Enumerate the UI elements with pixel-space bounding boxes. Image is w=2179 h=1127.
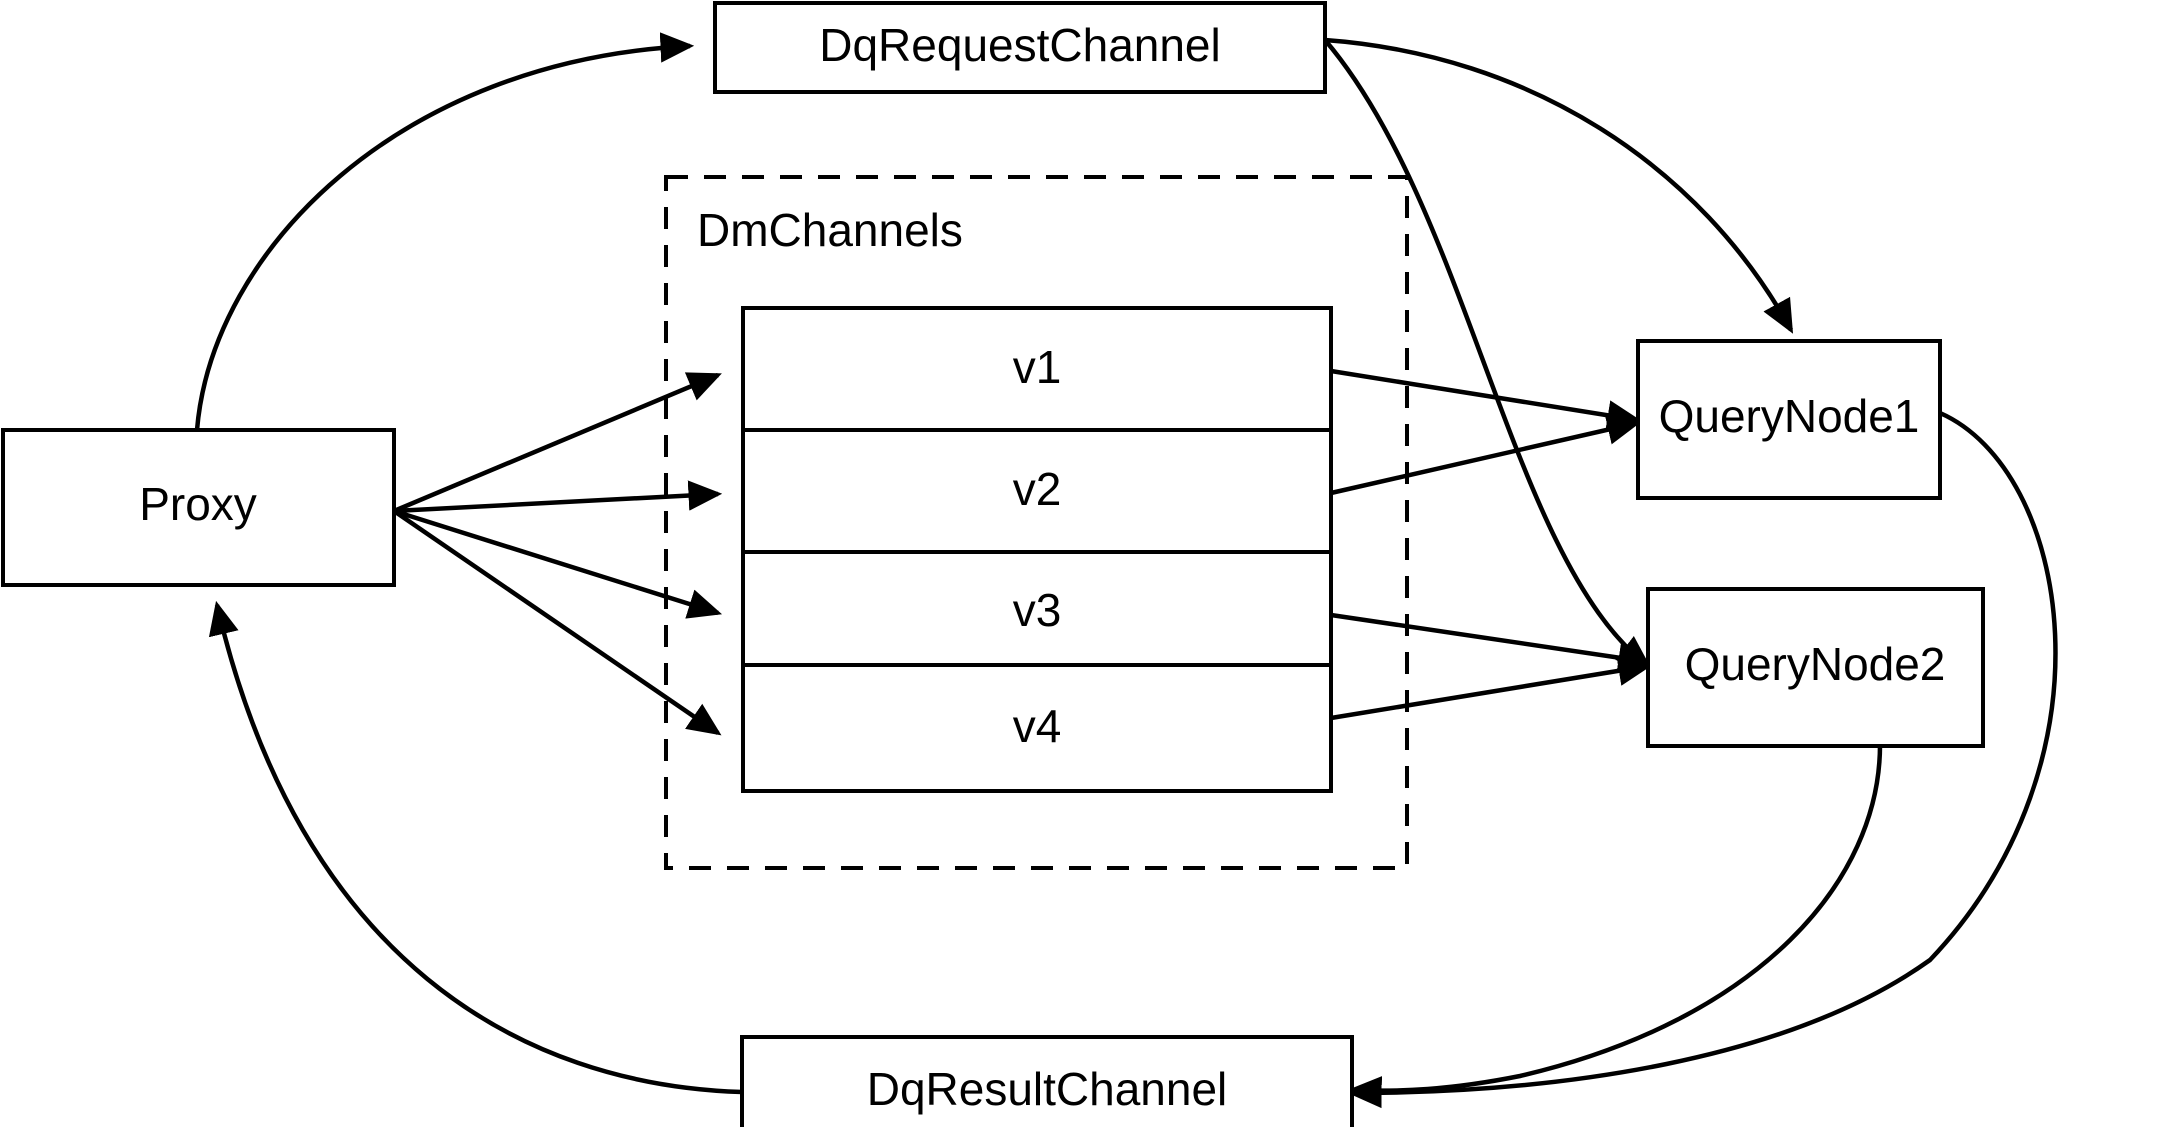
dm-channel-label-v1: v1: [1013, 341, 1062, 393]
dm-channels-group: [664, 175, 1409, 870]
dm-channel-label-v2: v2: [1013, 463, 1062, 515]
edge-querynode2-to-dqresultchannel: [1347, 744, 1883, 1107]
edge-v3-to-querynode2: [1330, 612, 1653, 673]
edge-v2-to-querynode1: [1330, 414, 1642, 496]
dq-request-channel-box[interactable]: [713, 1, 1327, 94]
dm-channels-stack: [741, 306, 1333, 793]
dq-request-channel-label: DqRequestChannel: [819, 19, 1221, 71]
proxy-box[interactable]: [1, 428, 396, 587]
edge-proxy-to-dqrequestchannel: [194, 32, 695, 431]
dm-channel-label-v4: v4: [1013, 700, 1062, 752]
edge-v1-to-querynode1: [1330, 368, 1642, 431]
dq-result-channel-box[interactable]: [740, 1035, 1354, 1127]
query-node-2-label: QueryNode2: [1685, 638, 1946, 690]
edge-dqresultchannel-to-proxy: [208, 600, 743, 1095]
edge-proxy-to-v4: [392, 509, 722, 736]
edge-querynode1-to-dqresultchannel: [1347, 410, 2058, 1109]
edge-proxy-to-v1: [393, 372, 722, 514]
query-node-2-box[interactable]: [1646, 587, 1985, 748]
edge-v4-to-querynode2: [1330, 655, 1653, 721]
edge-proxy-to-v3: [393, 508, 723, 619]
dm-channels-group-label: DmChannels: [697, 204, 963, 256]
edge-dqrequestchannel-to-querynode1: [1324, 37, 1794, 334]
edge-dqrequestchannel-to-querynode2: [1323, 38, 1652, 669]
edge-proxy-to-v2: [393, 480, 723, 514]
dm-channel-label-v3: v3: [1013, 584, 1062, 636]
proxy-label: Proxy: [139, 478, 257, 530]
query-node-1-box[interactable]: [1636, 339, 1942, 500]
edge-layer: [194, 32, 2058, 1109]
query-node-1-label: QueryNode1: [1659, 390, 1920, 442]
dq-result-channel-label: DqResultChannel: [867, 1063, 1228, 1115]
